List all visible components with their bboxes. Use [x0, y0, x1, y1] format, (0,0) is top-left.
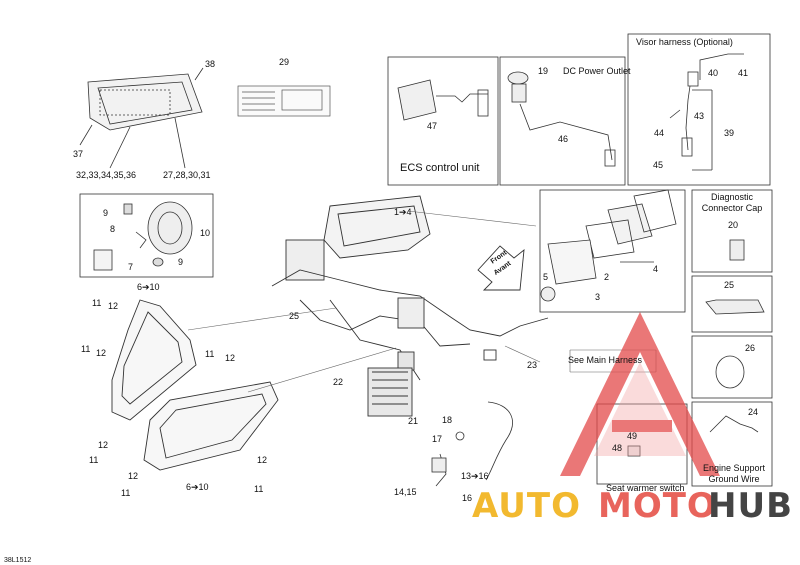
callout-label: 43	[694, 111, 705, 121]
callout-label: 27,28,30,31	[163, 170, 211, 180]
callout-label: 10	[200, 228, 211, 238]
callout-label: 25	[724, 280, 735, 290]
ecs-unit-caption: ECS control unit	[400, 162, 480, 174]
callout-label: 12	[225, 353, 236, 363]
callout-label: 25	[289, 311, 300, 321]
callout-label: 9	[178, 257, 184, 267]
callout-label: 23	[527, 360, 538, 370]
callout-label: 12	[128, 471, 139, 481]
visor-harness-drawing	[627, 33, 771, 186]
callout-label: 48	[612, 443, 623, 453]
callout-label: 37	[73, 149, 84, 159]
callout-label: 8	[110, 224, 116, 234]
callout-label: 29	[279, 57, 290, 67]
ecu-module-drawing	[79, 67, 204, 169]
callout-label: 11	[89, 455, 99, 465]
callout-label: 44	[654, 128, 665, 138]
watermark-logo	[560, 312, 720, 476]
callout-label: 6➔10	[137, 282, 160, 292]
label-sheet-drawing	[237, 85, 331, 117]
callout-label: 4	[653, 264, 659, 274]
callout-label: 26	[745, 343, 756, 353]
watermark-text-hub: HUB	[708, 486, 793, 526]
callout-label: 1➔4	[394, 207, 412, 217]
callout-label: 19	[538, 66, 549, 76]
callout-label: 11	[121, 488, 131, 498]
callout-label: 11	[92, 298, 102, 308]
diag-cap-caption: Diagnostic Connector Cap	[701, 192, 763, 213]
callout-label: 45	[653, 160, 664, 170]
seat-warmer-caption: Seat warmer switch	[606, 483, 685, 493]
callout-label: 20	[728, 220, 739, 230]
callout-label: 24	[748, 407, 759, 417]
part-boxes	[596, 189, 773, 487]
front-arrow	[477, 245, 525, 291]
callout-label: 2	[604, 272, 610, 282]
callout-label: 9	[103, 208, 109, 218]
callout-label: 5	[543, 272, 549, 282]
watermark-text-moto: MOTO	[598, 486, 717, 526]
gauge-exploded-drawing	[539, 189, 686, 313]
dc-outlet-drawing	[499, 56, 626, 186]
callout-label: 3	[595, 292, 601, 302]
callout-label: 12	[108, 301, 119, 311]
callout-label: 32,33,34,35,36	[76, 170, 137, 180]
callout-label: 41	[738, 68, 749, 78]
callout-label: 49	[627, 431, 638, 441]
callout-label: 47	[427, 121, 438, 131]
callout-label: 13➔16	[461, 471, 489, 481]
diagram-code: 38L1512	[4, 557, 32, 564]
callout-label: 39	[724, 128, 735, 138]
headlight-housing-drawing	[111, 299, 279, 471]
ground-wire-caption: Engine Support Ground Wire	[702, 463, 766, 484]
callout-label: 40	[708, 68, 719, 78]
visor-harness-caption: Visor harness (Optional)	[636, 37, 733, 47]
headlight-bulb-drawing	[79, 193, 214, 278]
callout-label: 17	[432, 434, 443, 444]
callout-label: 6➔10	[186, 482, 209, 492]
callout-label: 12	[98, 440, 109, 450]
callout-label: 18	[442, 415, 453, 425]
callout-label: 38	[205, 59, 216, 69]
gauge-cluster-drawing	[271, 195, 549, 417]
watermark-text-auto: AUTO	[472, 486, 581, 526]
callout-label: 7	[128, 262, 134, 272]
dc-outlet-caption: DC Power Outlet	[563, 66, 631, 76]
callout-label: 14,15	[394, 487, 417, 497]
callout-label: 12	[257, 455, 268, 465]
callout-label: 16	[462, 493, 473, 503]
callout-label: 12	[96, 348, 107, 358]
callout-label: 11	[81, 344, 91, 354]
callout-label: 11	[254, 484, 264, 494]
callout-label: 21	[408, 416, 419, 426]
ecs-unit-drawing	[387, 56, 499, 186]
callout-label: 11	[205, 349, 215, 359]
callout-label: 22	[333, 377, 344, 387]
main-harness-caption: See Main Harness	[568, 355, 643, 365]
callout-label: 46	[558, 134, 569, 144]
seat-warmer-cable	[431, 401, 513, 487]
